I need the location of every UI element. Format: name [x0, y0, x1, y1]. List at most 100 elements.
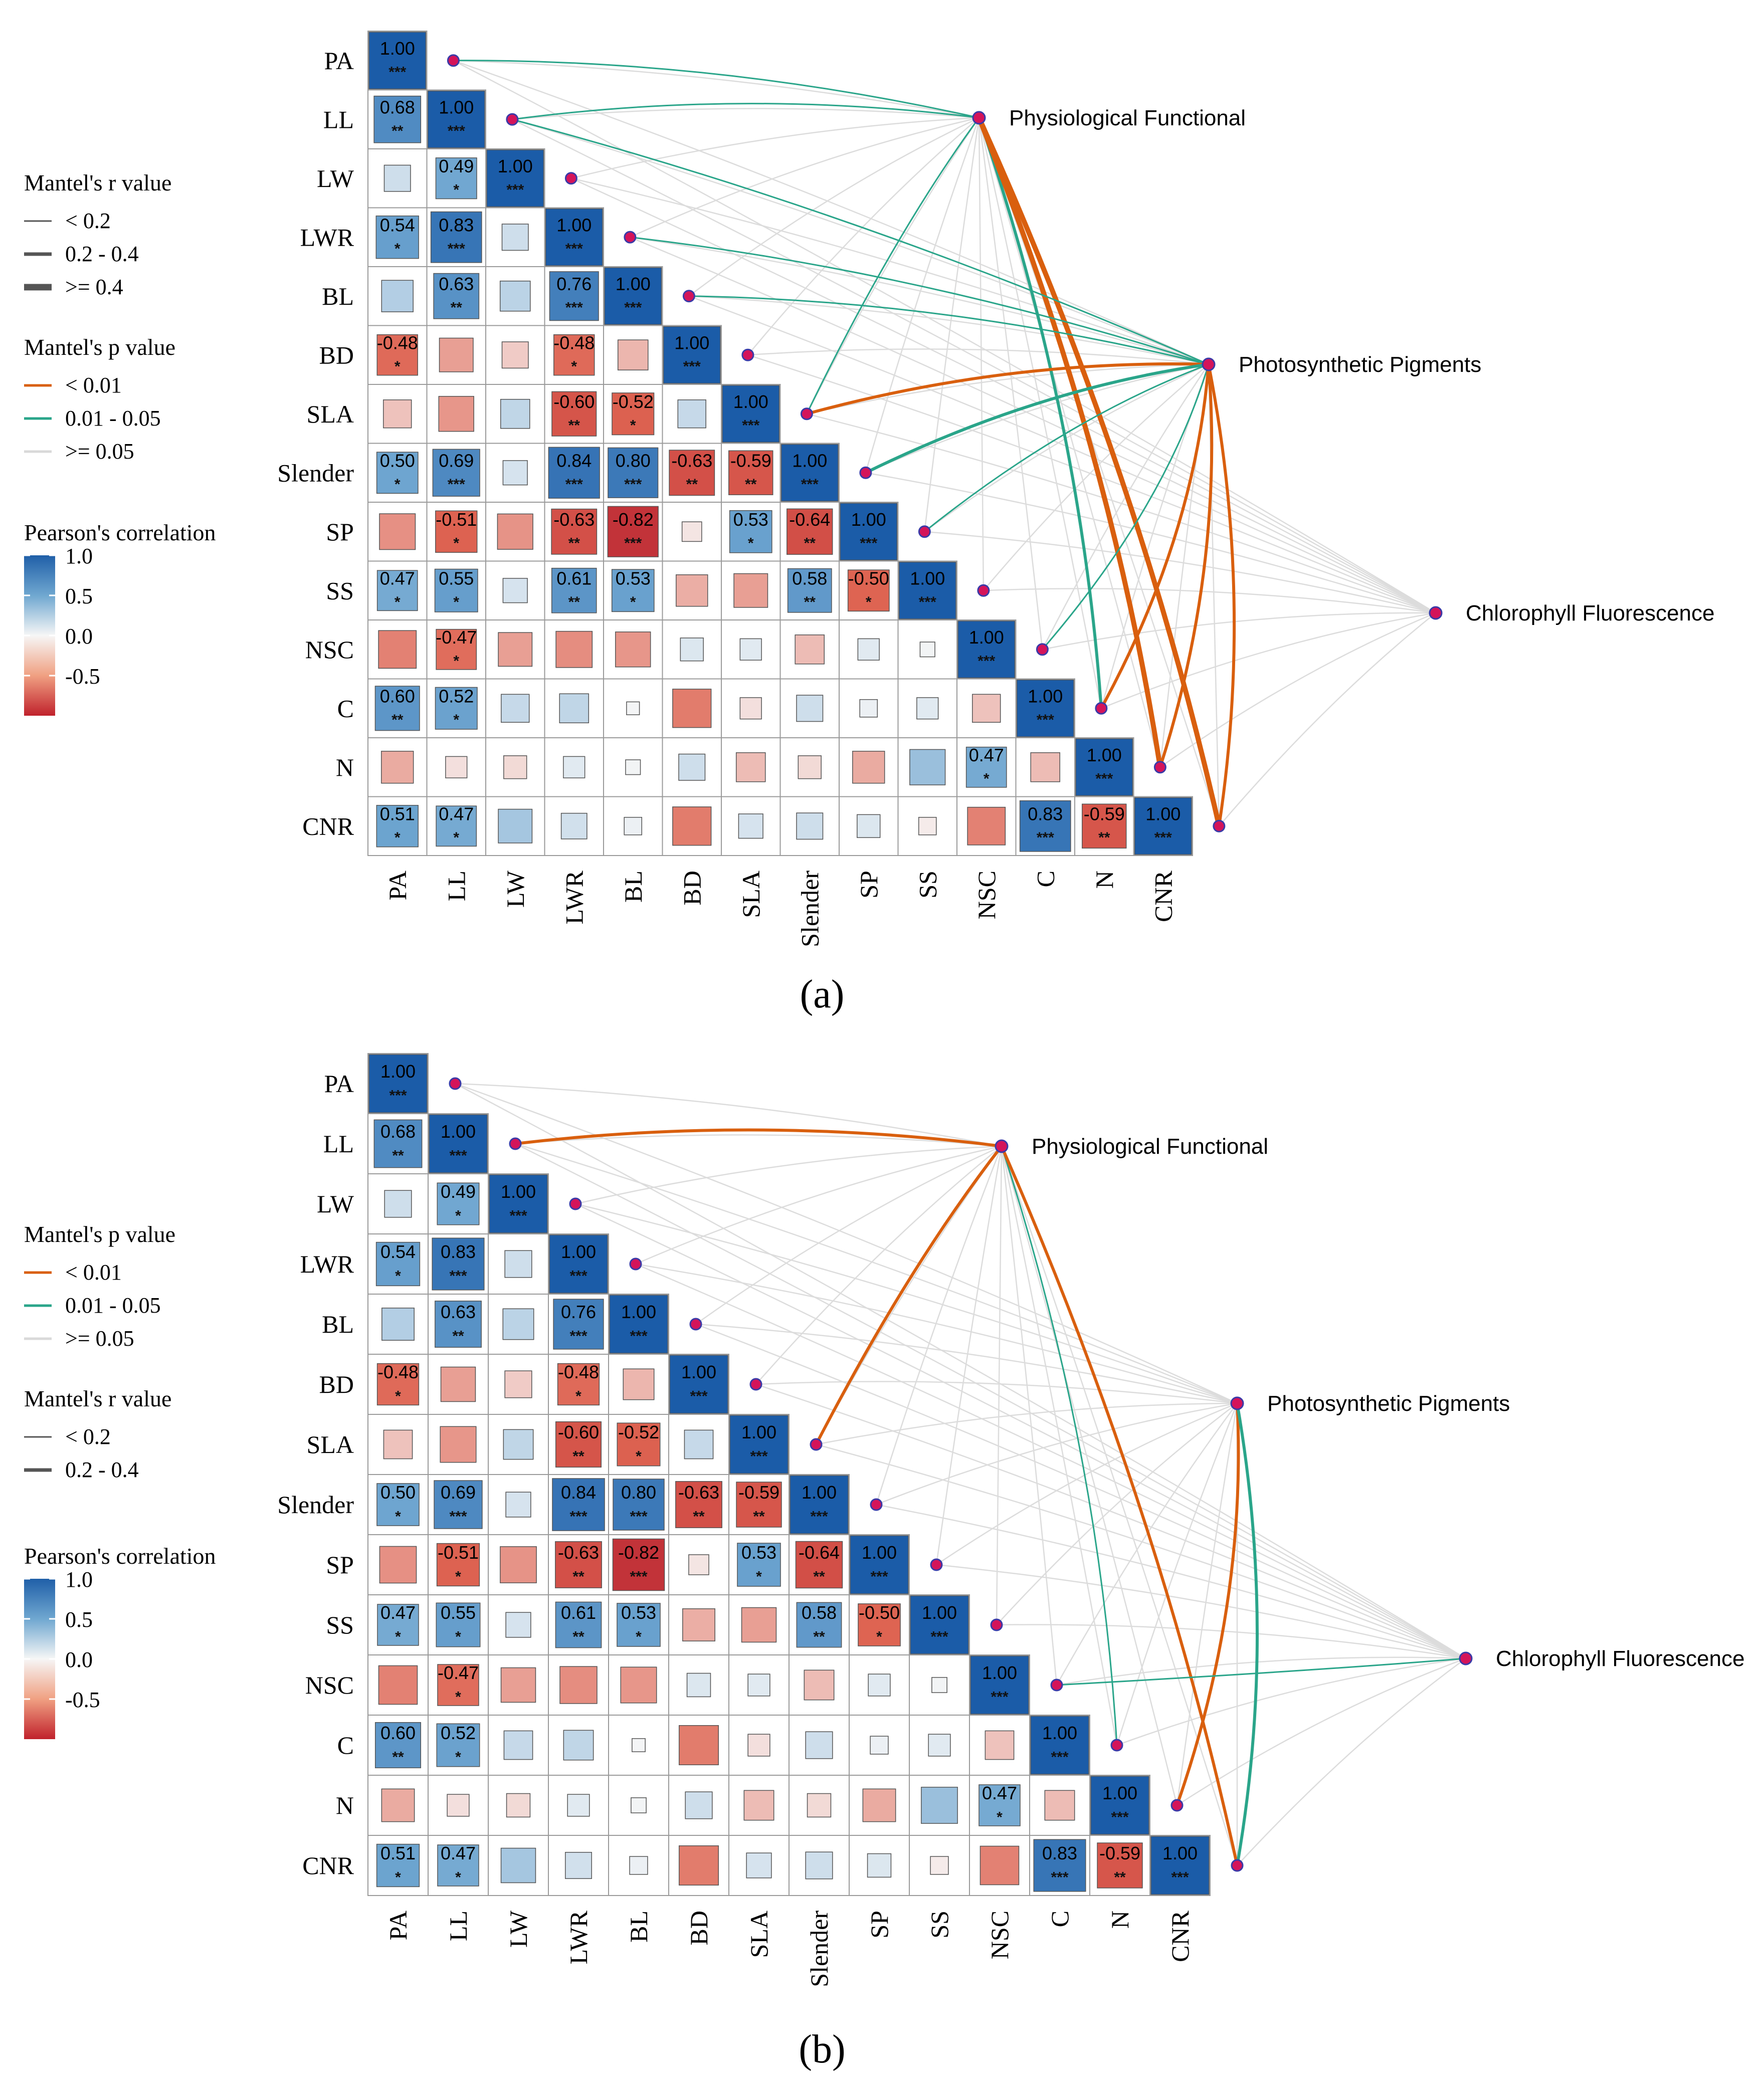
column-label: N — [1106, 1911, 1134, 1929]
heatmap-square-cnr-n — [1082, 803, 1127, 849]
heatmap-significance: * — [395, 358, 401, 375]
heatmap-significance: *** — [389, 1088, 407, 1104]
heatmap-significance: *** — [569, 1268, 587, 1285]
mantel-link-weak — [630, 237, 1436, 614]
mantel-link-weak — [996, 1146, 1003, 1625]
heatmap-value: -0.47 — [436, 627, 477, 648]
group-node — [972, 111, 986, 125]
heatmap-square-n-sla — [743, 1790, 774, 1821]
heatmap-square-cnr-bl — [629, 1856, 648, 1875]
heatmap-square-slender-ll — [434, 1480, 483, 1529]
mantel-link-sla-g1 — [805, 362, 1210, 415]
heatmap-value: -0.63 — [671, 451, 712, 471]
heatmap-value: 0.83 — [439, 215, 474, 236]
group-label: Physiological Functional — [1032, 1134, 1268, 1159]
heatmap-significance: * — [575, 1388, 581, 1405]
variable-node — [689, 1318, 702, 1331]
heatmap-square-bl-ll — [433, 273, 480, 319]
row-label: LL — [323, 1130, 354, 1158]
mantel-link-weak — [453, 60, 1436, 614]
mantel-link-weak — [747, 354, 1436, 614]
column-label: Slender — [796, 871, 824, 947]
column-label: LWR — [560, 870, 588, 924]
row-label: PA — [324, 1070, 354, 1098]
heatmap-square-cnr-nsc — [979, 1845, 1020, 1885]
heatmap-square-n-sla — [735, 752, 766, 782]
row-label: BL — [322, 1310, 354, 1338]
mantel-link-weak — [1042, 612, 1436, 650]
heatmap-square-ss-bl — [611, 569, 655, 612]
heatmap-value: 0.54 — [380, 1241, 416, 1262]
heatmap-significance: *** — [742, 417, 759, 434]
heatmap-value: -0.59 — [738, 1482, 779, 1503]
heatmap-significance: * — [395, 1268, 401, 1285]
heatmap-square-sp-bd — [681, 521, 702, 542]
mantel-link-weak — [876, 1504, 1466, 1659]
mantel-link-weak — [996, 1624, 1466, 1659]
row-label: C — [337, 694, 354, 722]
group-label: Physiological Functional — [1009, 106, 1246, 130]
mantel-link-cnr-g1 — [1236, 1402, 1259, 1867]
heatmap-square-nsc-lwr — [559, 1666, 598, 1704]
heatmap-value: -0.48 — [377, 1362, 419, 1382]
heatmap-significance: *** — [449, 1148, 467, 1164]
heatmap-square-lw-ll — [435, 157, 477, 199]
mantel-link-weak — [630, 237, 1209, 365]
heatmap-square-sla-sla — [729, 1415, 789, 1474]
heatmap-value: 1.00 — [741, 1422, 776, 1442]
mantel-link-weak — [807, 413, 1436, 614]
variable-node — [1153, 761, 1166, 774]
heatmap-significance: * — [453, 653, 459, 670]
mantel-link-weak — [936, 1564, 1466, 1659]
variable-node — [509, 1137, 522, 1150]
variable-node — [741, 348, 754, 361]
heatmap-square-sp-ll — [435, 510, 478, 553]
mantel-links-significant — [452, 60, 1236, 829]
heatmap-significance: *** — [1154, 829, 1172, 846]
mantel-link-weak — [865, 363, 1209, 474]
heatmap-square-n-c — [1030, 752, 1061, 782]
heatmap-significance: *** — [1037, 829, 1054, 846]
column-label: LWR — [564, 1910, 593, 1964]
column-label: SLA — [737, 871, 765, 918]
heatmap-significance: *** — [690, 1388, 707, 1405]
heatmap-value: 1.00 — [380, 38, 415, 59]
heatmap-significance: * — [571, 358, 577, 375]
mantel-link-weak — [1218, 612, 1436, 827]
variable-node — [624, 231, 637, 244]
heatmap-significance: * — [984, 771, 990, 787]
heatmap-value: 1.00 — [910, 568, 945, 589]
heatmap-square-lw-lw — [486, 149, 544, 207]
heatmap-value: 0.84 — [556, 451, 592, 471]
legend-item: >= 0.05 — [65, 439, 134, 464]
heatmap-significance: ** — [813, 1629, 825, 1645]
heatmap-square-lwr-lw — [504, 1250, 532, 1278]
mantel-link-c-g0 — [1001, 1145, 1118, 1746]
heatmap-value: 0.53 — [616, 568, 651, 589]
mantel-link-weak — [689, 295, 1209, 365]
heatmap-square-sp-lwr — [551, 508, 598, 555]
heatmap-value: 0.69 — [439, 451, 474, 471]
heatmap-square-c-slender — [796, 695, 824, 722]
mantel-link-weak — [1001, 1146, 1118, 1746]
heatmap-square-nsc-bl — [620, 1666, 657, 1704]
heatmap-value: 0.55 — [439, 568, 474, 589]
colorbar-tick-label: 1.0 — [65, 1567, 93, 1592]
heatmap-significance: *** — [630, 1328, 647, 1345]
row-label: BD — [319, 341, 354, 369]
heatmap-square-cnr-ss — [930, 1856, 949, 1875]
panel-a: 1.00***0.68**1.00***0.49*1.00***0.54*0.8… — [24, 31, 1714, 1016]
mantel-link-weak — [806, 117, 980, 414]
heatmap-square-n-n — [1075, 738, 1133, 796]
row-label: LWR — [300, 223, 354, 251]
heatmap-square-bl-lwr — [549, 271, 599, 321]
heatmap-square-c-slender — [805, 1731, 833, 1759]
variable-node — [506, 113, 519, 126]
heatmap-square-n-nsc — [965, 746, 1007, 788]
heatmap-significance: ** — [568, 594, 580, 610]
mantel-link-weak — [515, 1143, 1238, 1404]
heatmap-square-n-bl — [631, 1797, 647, 1813]
heatmap-value: 1.00 — [802, 1482, 837, 1503]
mantel-link-weak — [755, 1381, 1238, 1404]
